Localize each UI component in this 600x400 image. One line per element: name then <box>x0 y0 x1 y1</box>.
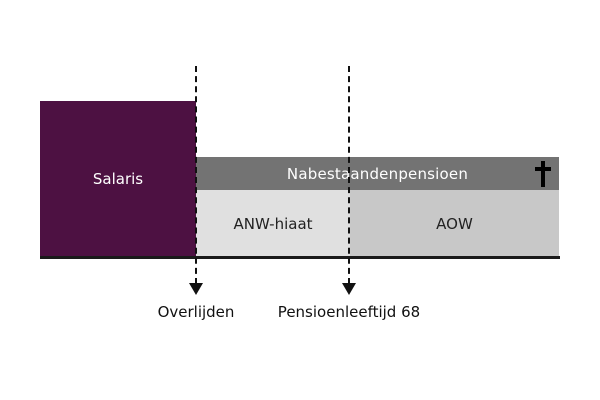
pensioenleeftijd-arrow-icon <box>342 283 356 295</box>
salaris-label: Salaris <box>92 170 144 188</box>
nabestaandenpensioen-label: Nabestaandenpensioen <box>286 164 469 183</box>
aow-label: AOW <box>436 214 473 233</box>
anw-hiaat-label: ANW-hiaat <box>233 214 313 233</box>
nabestaandenpensioen-bar: Nabestaandenpensioen <box>196 157 559 190</box>
cross-icon <box>535 161 551 187</box>
overlijden-arrow-icon <box>189 283 203 295</box>
salaris-block: Salaris <box>40 101 196 257</box>
overlijden-label: Overlijden <box>157 303 235 321</box>
timeline-baseline <box>40 256 560 259</box>
pensioenleeftijd-label: Pensioenleeftijd 68 <box>277 303 421 321</box>
anw-hiaat-block: ANW-hiaat <box>196 190 350 257</box>
aow-block: AOW <box>350 190 559 257</box>
overlijden-dashed-line <box>195 66 197 284</box>
pensioenleeftijd-dashed-line <box>348 66 350 284</box>
